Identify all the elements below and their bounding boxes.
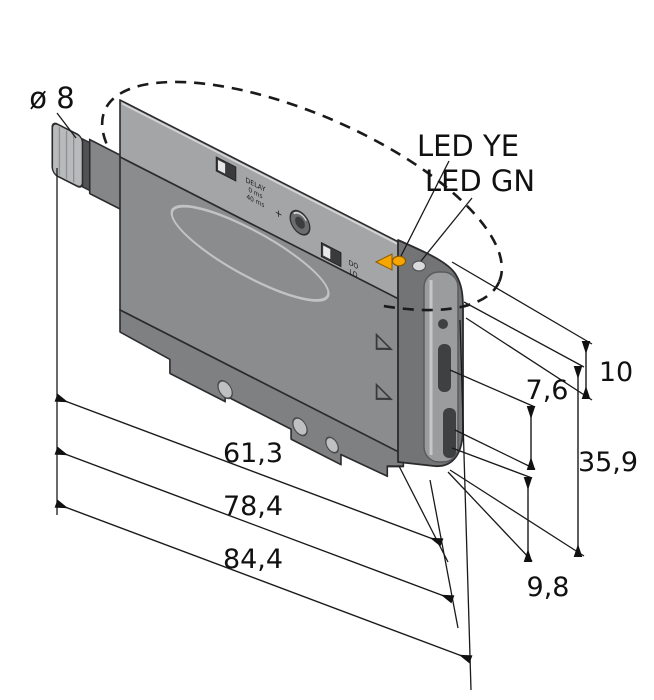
extension-line-end-height-b xyxy=(449,469,585,557)
led-green-indicator xyxy=(411,260,427,272)
connector-ring xyxy=(81,137,91,192)
led-yellow-glow xyxy=(374,253,393,271)
dashed-ellipse-back xyxy=(100,80,504,312)
led-green-label: LED GN xyxy=(425,164,535,198)
dimension-label-78-4: 78,4 xyxy=(223,491,283,522)
fiber-slot-lower xyxy=(443,408,456,458)
potentiometer-slot xyxy=(295,216,305,229)
dimension-slot-pitch: 7,6 xyxy=(526,375,569,470)
extension-line-right-1 xyxy=(398,465,449,563)
potentiometer-arc xyxy=(293,211,307,222)
extension-line-right-2 xyxy=(429,479,459,629)
fiber-clamp-end xyxy=(397,239,464,467)
dimension-overall-length: 84,4 xyxy=(54,499,473,664)
dimension-label-7-6: 7,6 xyxy=(526,375,569,406)
emitter-triangle-icon xyxy=(375,332,394,351)
extension-line-slot-pitch-b xyxy=(454,429,536,470)
dimension-end-height: 35,9 xyxy=(573,366,638,557)
dimension-label-9-8: 9,8 xyxy=(527,572,570,603)
do-label: DO xyxy=(349,258,359,271)
led-green-leader-line xyxy=(420,197,473,262)
extension-line-top-width-a xyxy=(451,261,593,345)
delay-dip-slider xyxy=(218,159,226,174)
led-indicators xyxy=(374,253,427,272)
led-yellow-leader-line xyxy=(400,160,450,257)
extension-line-slot-offset-a xyxy=(451,447,533,479)
label-recess-highlight xyxy=(170,204,330,302)
dimension-label-35-9: 35,9 xyxy=(578,447,638,478)
do-lo-dip-slider xyxy=(323,245,331,260)
lo-label: LO xyxy=(349,268,358,280)
led-callouts: LED YE LED GN xyxy=(400,129,535,262)
dimension-mid-length: 78,4 xyxy=(54,446,455,604)
dimension-label-61-3: 61,3 xyxy=(223,438,283,469)
dimension-line-78-4 xyxy=(54,446,455,604)
plus-marking: + xyxy=(275,207,282,222)
fiber-slot-upper xyxy=(438,344,451,392)
dimension-label-10: 10 xyxy=(599,357,633,388)
fiber-hole-top xyxy=(438,319,448,329)
led-yellow-label: LED YE xyxy=(417,129,519,163)
extension-line-top-width-b xyxy=(465,317,593,401)
extension-line-slot-pitch-a xyxy=(449,369,536,408)
m8-connector xyxy=(51,122,127,213)
extension-line-end-height-a xyxy=(463,301,585,368)
dimension-line-84-4 xyxy=(54,499,473,664)
diameter-label: ø 8 xyxy=(29,81,74,115)
extension-line-slot-offset-b xyxy=(447,471,533,562)
top-edge-highlight xyxy=(121,102,402,247)
enlargement-dashed-ellipse xyxy=(100,80,504,312)
sensor-body: DELAY 0 ms 40 ms + DO LO xyxy=(51,99,405,478)
dimension-slot-offset: 9,8 xyxy=(523,477,570,603)
diameter-callout: ø 8 xyxy=(29,81,77,139)
dimension-top-width: 10 xyxy=(581,341,633,399)
diameter-leader-line xyxy=(56,112,77,139)
dimension-label-84-4: 84,4 xyxy=(223,544,283,575)
led-yellow-indicator xyxy=(391,255,407,267)
